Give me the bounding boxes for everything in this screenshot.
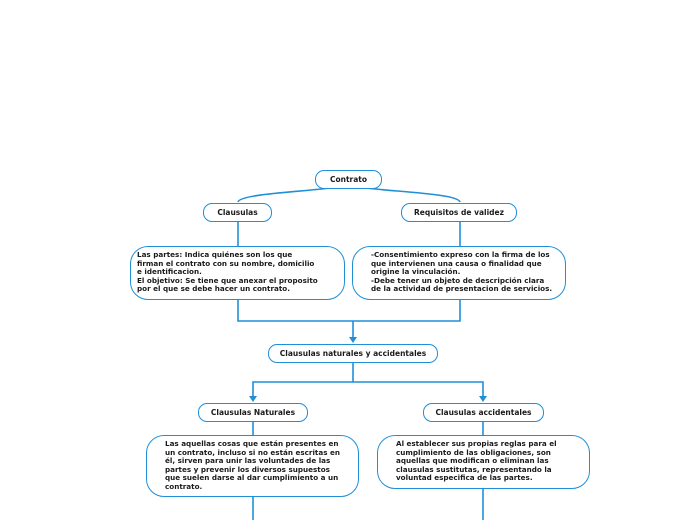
text-line: un contrato, incluso si no están escrita… [165, 447, 340, 457]
text-line: de la actividad de presentacion de servi… [371, 284, 553, 294]
connector-contrato-requisitos [365, 187, 461, 203]
connector-contrato-clausulas [237, 187, 331, 203]
arrowhead-naturales [249, 396, 257, 402]
node-consentimiento[interactable]: -Consentimiento expreso con la firma de … [352, 246, 566, 300]
node-clausulas-naturales[interactable]: Clausulas Naturales [198, 403, 308, 422]
node-requisitos-de-validez[interactable]: Requisitos de validez [401, 203, 517, 222]
text-line: él, sirven para unir las voluntades de l… [165, 456, 331, 466]
text-line: que intervienen una causa o finalidad qu… [371, 258, 542, 268]
text-line: partes y prevenir los diversos supuestos [165, 464, 330, 474]
text-line: origine la vinculación. [371, 267, 461, 277]
text-line: cumplimiento de las obligaciones, son [396, 447, 551, 457]
text-line: Al establecer sus propias reglas para el [396, 439, 557, 448]
text-line: clausulas sustitutas, representando la [396, 464, 552, 474]
node-clausulas-accidentales[interactable]: Clausulas accidentales [423, 403, 544, 422]
text-line: Las aquellas cosas que están presentes e… [165, 439, 339, 448]
node-clausulas-naturales-y-accidentales[interactable]: Clausulas naturales y accidentales [268, 344, 438, 363]
text-line: El objetivo: Se tiene que anexar el prop… [137, 275, 318, 285]
node-accidentales-descripcion[interactable]: Al establecer sus propias reglas para el… [377, 435, 590, 489]
node-naturales-descripcion[interactable]: Las aquellas cosas que están presentes e… [146, 435, 359, 497]
text-line: e identificacion. [137, 267, 202, 277]
node-clausulas[interactable]: Clausulas [203, 203, 272, 222]
text-line: contrato. [165, 481, 203, 491]
text-line: -Debe tener un objeto de descripción cla… [371, 275, 545, 285]
text-line: que suelen darse al dar cumplimiento a u… [165, 473, 339, 483]
arrowhead-merge [349, 337, 357, 343]
node-partes-objetivo[interactable]: Las partes: Indica quiénes son los que f… [130, 246, 345, 300]
node-contrato[interactable]: Contrato [315, 170, 382, 189]
text-line: por el que se debe hacer un contrato. [137, 284, 290, 294]
connector-split-accidentales [353, 381, 484, 397]
connector-split-naturales [252, 381, 353, 397]
text-line: voluntad especifica de las partes. [396, 473, 533, 483]
connector-consentimiento-merge [353, 300, 461, 322]
text-line: -Consentimiento expreso con la firma de … [371, 250, 550, 259]
arrowhead-accidentales [479, 396, 487, 402]
text-line: Las partes: Indica quiénes son los que [137, 250, 293, 259]
text-line: aquellas que modifican o eliminan las [396, 456, 549, 466]
connector-partes-merge [237, 300, 353, 322]
text-line: firman el contrato con su nombre, domici… [137, 258, 315, 268]
